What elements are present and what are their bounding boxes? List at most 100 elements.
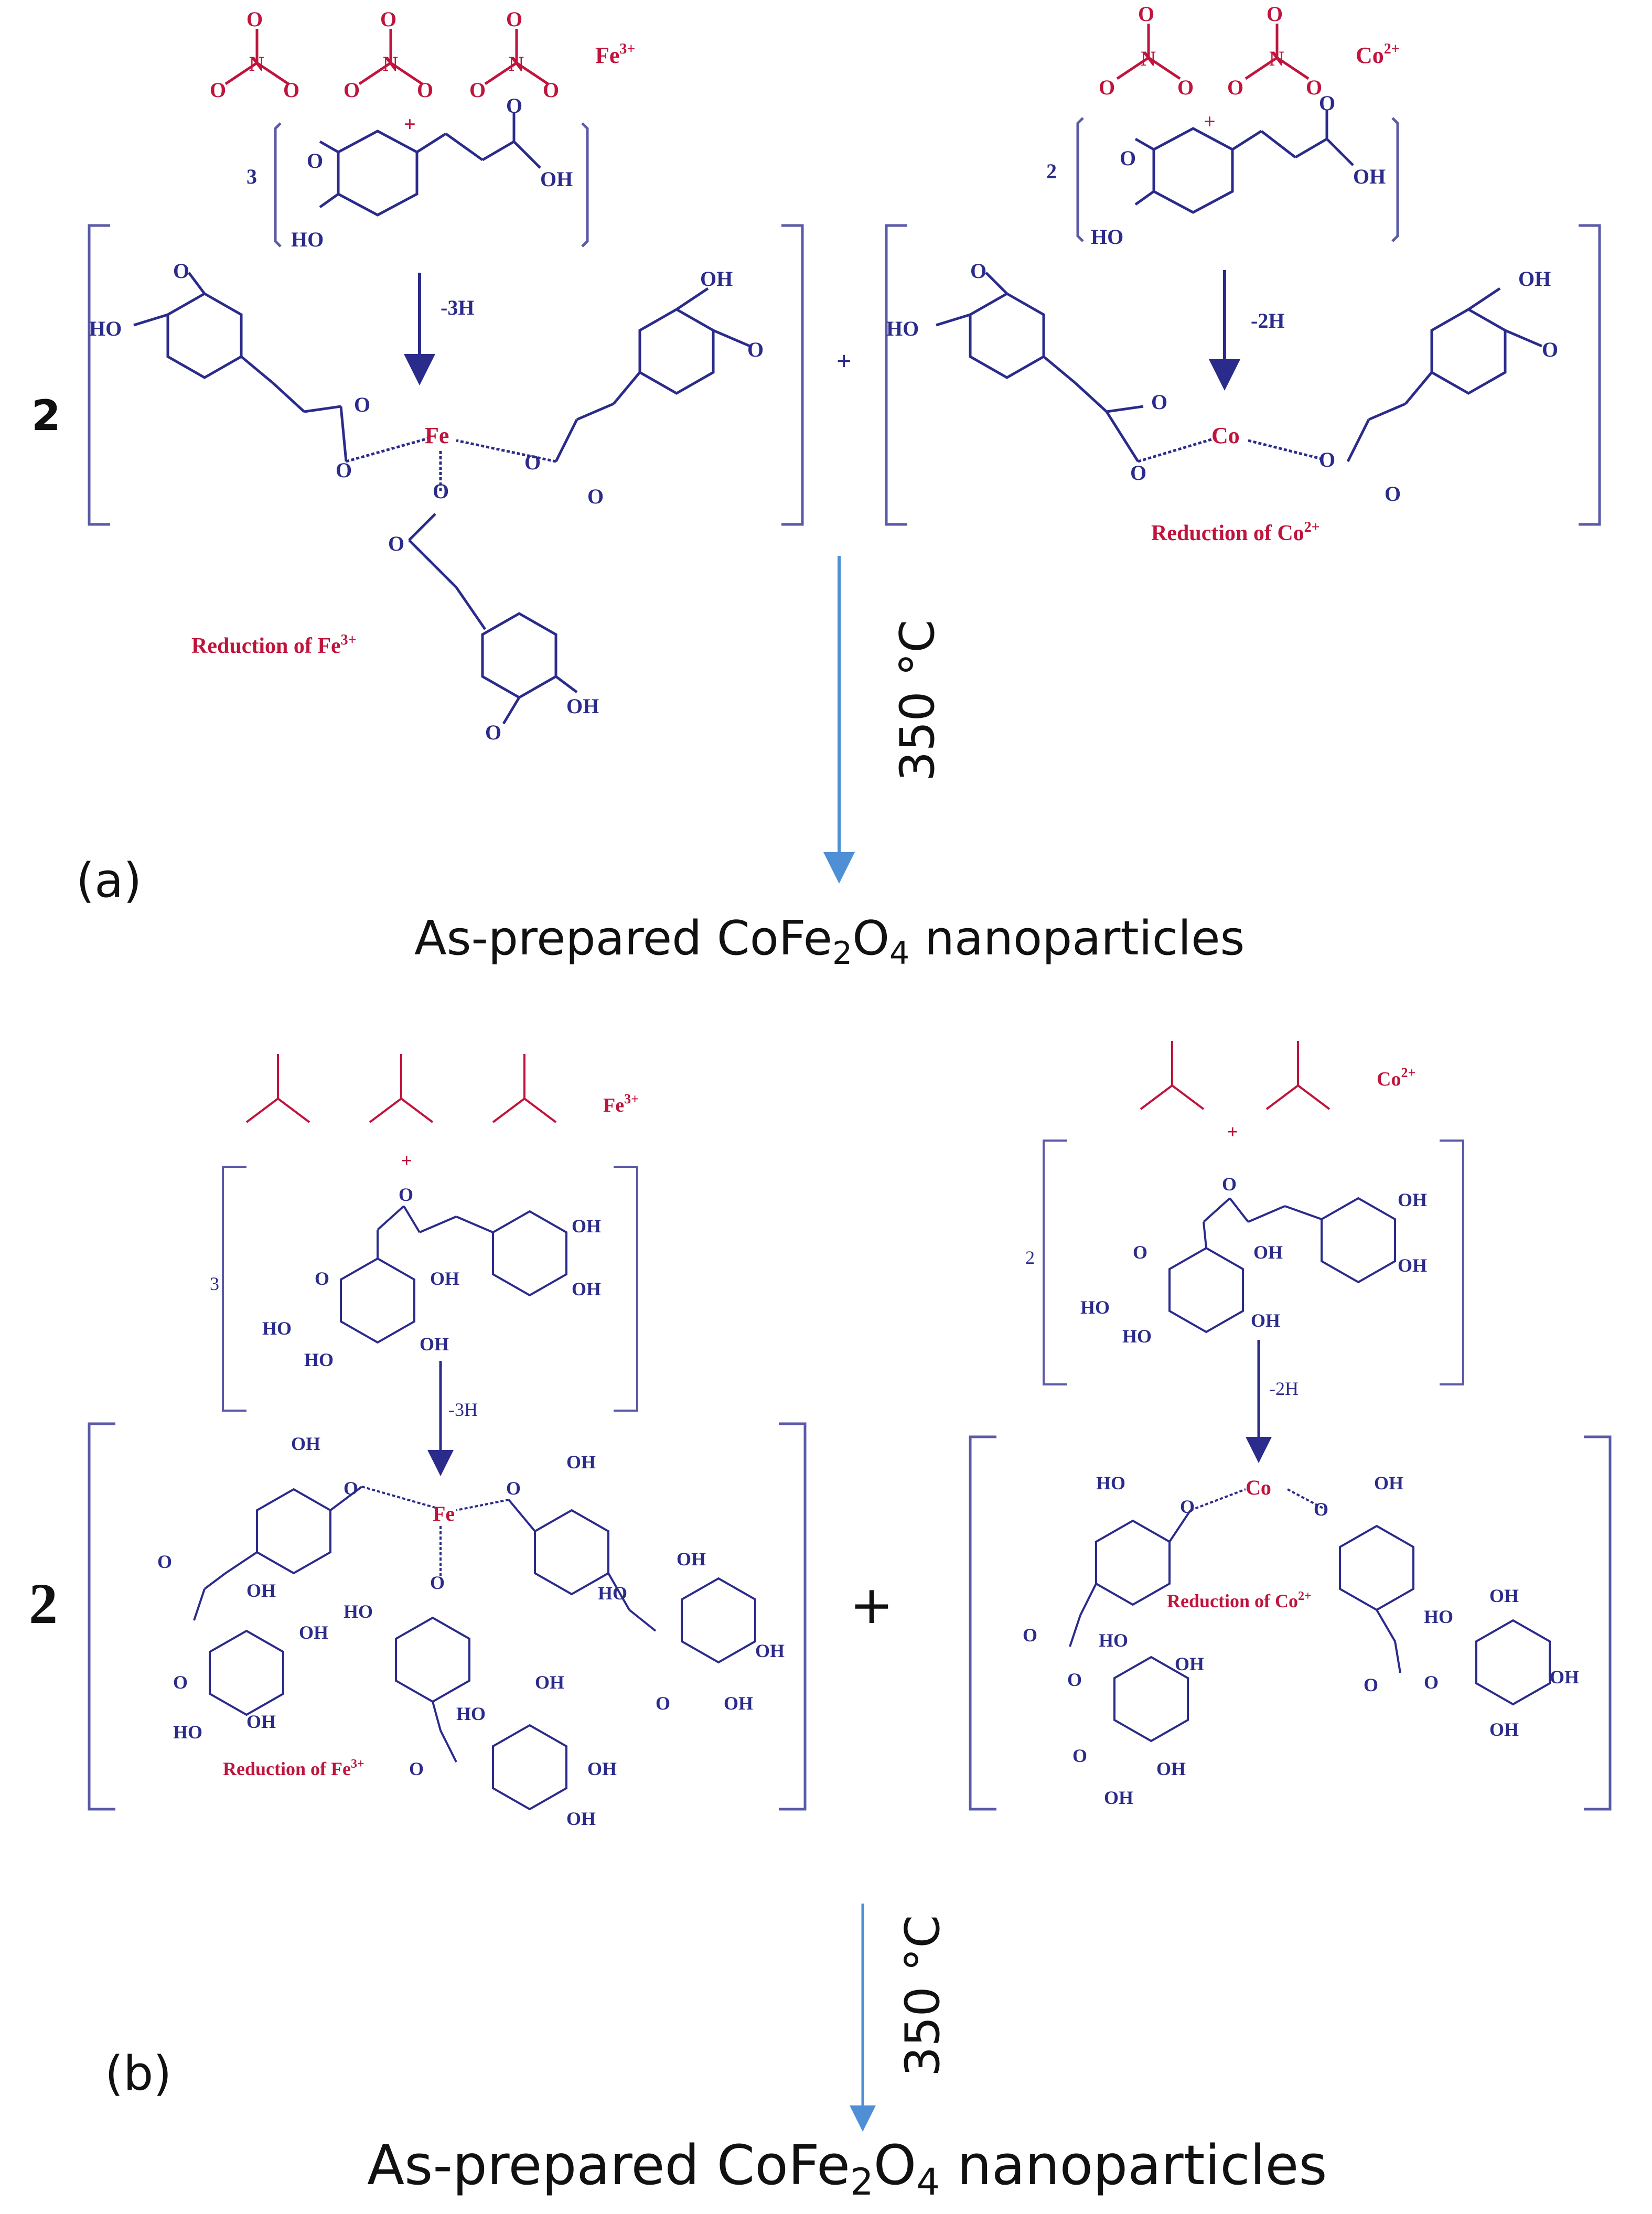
co-ion-label: Co2+	[1377, 1065, 1415, 1090]
atom-o: O	[587, 485, 604, 508]
atom-o: O	[1385, 482, 1401, 506]
atom-oh: OH	[246, 1711, 276, 1732]
co-center: Co	[1246, 1476, 1271, 1499]
atom-ho: HO	[89, 317, 122, 340]
nitrate-o-label: O	[506, 7, 522, 31]
atom-oh: OH	[1253, 1242, 1283, 1263]
atom-o: O	[970, 259, 986, 283]
atom-ho: HO	[304, 1349, 334, 1370]
nitrate-ion	[492, 1054, 557, 1123]
nitrate-o-label: O	[380, 7, 396, 31]
nitrate-n-label: N	[249, 52, 264, 76]
panel-label-b: (b)	[105, 2046, 171, 2101]
atom-ho: HO	[173, 1722, 202, 1743]
iron-nitrates-b: Fe3+ +	[245, 1054, 639, 1171]
step-label: -3H	[441, 296, 474, 319]
atom-o: O	[315, 1268, 329, 1289]
stoich-three: 3	[210, 1273, 219, 1294]
nitrate-o-label: O	[1177, 76, 1194, 99]
atom-o: O	[1424, 1672, 1439, 1693]
atom-oh: OH	[1104, 1787, 1133, 1808]
reduction-co-label: Reduction of Co2+	[1151, 519, 1320, 545]
atom-o: O	[344, 1478, 358, 1499]
hydroxyl-label: HO	[1091, 225, 1123, 249]
atom-ho: HO	[1080, 1297, 1110, 1318]
fe-ion-label: Fe3+	[595, 41, 635, 68]
atom-o: O	[399, 1184, 413, 1205]
atom-oh: OH	[1550, 1667, 1579, 1688]
product-label-b: As-prepared CoFe2O4 nanoparticles	[367, 2133, 1327, 2204]
acid-oh: OH	[540, 167, 573, 191]
step-label: -3H	[448, 1399, 478, 1420]
co-ion-label: Co2+	[1356, 41, 1400, 68]
atom-oh: OH	[587, 1758, 617, 1779]
atom-ho: HO	[262, 1318, 292, 1339]
nitrate-o-label: O	[417, 78, 433, 102]
nitrate-o-label: O	[1138, 2, 1154, 26]
plus-sign: +	[404, 112, 416, 136]
atom-ho: HO	[1096, 1473, 1125, 1493]
atom-oh: OH	[677, 1549, 706, 1570]
nitrate-ion: O N O O	[344, 7, 433, 102]
atom-ho: HO	[1099, 1630, 1128, 1651]
nitrate-ion	[369, 1054, 434, 1123]
plus-sign: +	[850, 1574, 894, 1636]
nitrate-o-label: O	[210, 78, 226, 102]
fe-ion-label: Fe3+	[603, 1091, 639, 1116]
atom-o: O	[1314, 1499, 1328, 1520]
plus-sign: +	[836, 346, 852, 375]
acid-o: O	[1319, 91, 1335, 115]
atom-o: O	[354, 393, 370, 416]
atom-o: O	[656, 1693, 670, 1714]
nitrate-o-label: O	[469, 78, 486, 102]
stoich-three: 3	[246, 165, 257, 188]
nitrate-ion: O N O O	[1227, 2, 1322, 99]
plus-sign: +	[401, 1150, 412, 1171]
atom-o: O	[1319, 448, 1335, 471]
temperature-label: 350 °C	[895, 1915, 950, 2077]
fe-center: Fe	[425, 423, 449, 448]
nitrate-o-label: O	[1306, 76, 1322, 99]
nitrate-ion	[1140, 1041, 1205, 1110]
nitrate-ion: O N O O	[210, 7, 299, 102]
iron-ferulate-complex	[133, 272, 750, 725]
methoxy-o: O	[1120, 146, 1136, 170]
acid-o: O	[506, 94, 522, 117]
atom-ho: HO	[344, 1601, 373, 1622]
temperature-label: 350 °C	[890, 620, 945, 781]
atom-oh: OH	[1489, 1719, 1519, 1740]
atom-ho: HO	[456, 1703, 486, 1724]
atom-oh: OH	[1398, 1255, 1427, 1276]
atom-o: O	[1222, 1174, 1237, 1195]
atom-o: O	[173, 1672, 188, 1693]
atom-oh: OH	[1156, 1758, 1186, 1779]
iron-nitrates-a: O N O O O N O O O N O	[210, 7, 635, 136]
atom-oh: OH	[535, 1672, 564, 1693]
atom-o: O	[157, 1551, 172, 1572]
atom-ho: HO	[886, 317, 919, 340]
product-label-a: As-prepared CoFe2O4 nanoparticles	[414, 911, 1245, 972]
nitrate-o-label: O	[1099, 76, 1115, 99]
atom-oh: OH	[1175, 1653, 1204, 1674]
atom-o: O	[388, 532, 404, 555]
atom-oh: OH	[572, 1216, 601, 1237]
plus-sign: +	[1204, 110, 1216, 133]
coefficient-two: 2	[31, 391, 61, 440]
atom-oh: OH	[700, 267, 733, 291]
acid-oh: OH	[1353, 165, 1386, 188]
atom-o: O	[1180, 1496, 1195, 1517]
atom-o: O	[1364, 1674, 1378, 1695]
atom-oh: OH	[724, 1693, 753, 1714]
chlorogenic-acid-ligand-fe	[222, 1166, 638, 1412]
fe-center: Fe	[433, 1502, 455, 1525]
atom-oh: OH	[299, 1622, 328, 1643]
stoich-two: 2	[1025, 1247, 1035, 1268]
coefficient-two: 2	[29, 1572, 58, 1636]
atom-oh: OH	[572, 1278, 601, 1299]
complex-brackets-a	[88, 224, 1601, 526]
atom-o: O	[430, 1572, 445, 1593]
co-center: Co	[1211, 423, 1240, 448]
hydroxyl-label: HO	[291, 228, 324, 251]
